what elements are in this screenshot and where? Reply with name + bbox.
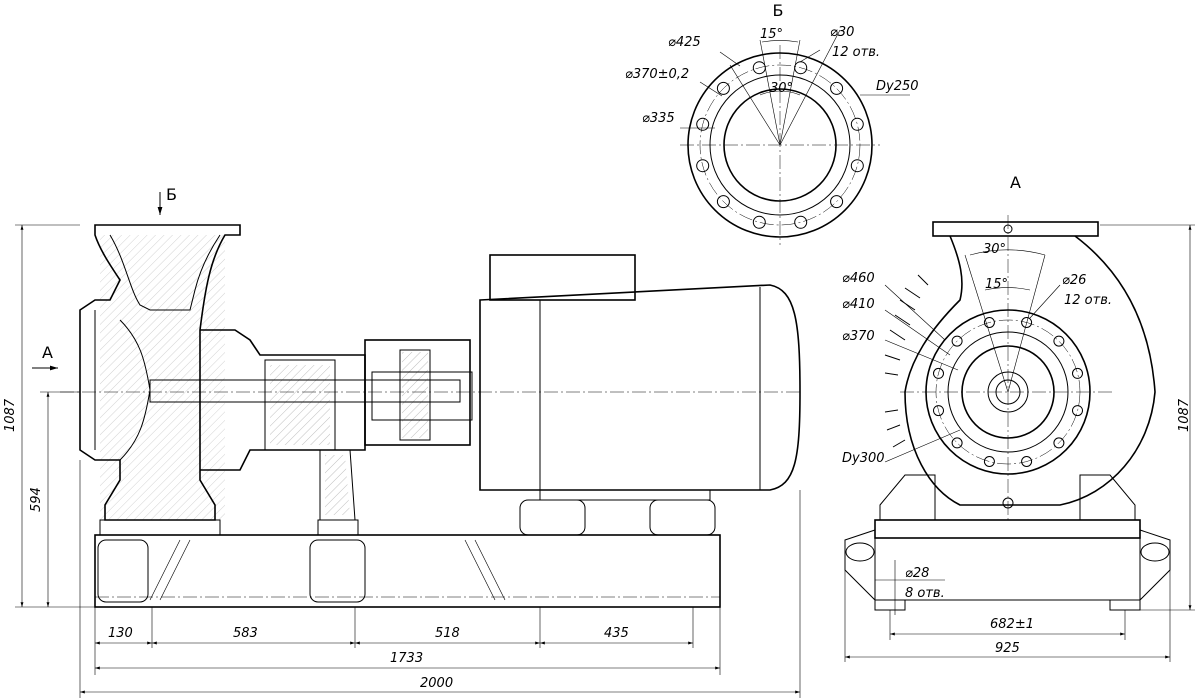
dim-height-594: 594 <box>29 487 44 512</box>
bolt-hole <box>951 437 963 449</box>
dim-angle-30-a: 30° <box>983 242 1006 257</box>
pump-shaft <box>149 379 461 403</box>
bolt-hole <box>933 367 944 379</box>
dim-dy300: Dy300 <box>842 451 885 466</box>
bolt-hole <box>794 215 808 229</box>
dim-d460: ⌀460 <box>842 271 875 286</box>
bolt-hole <box>696 117 710 131</box>
section-a-label: А <box>1010 173 1021 192</box>
discharge-flange <box>932 221 1099 237</box>
bolt-hole <box>696 159 710 173</box>
dim-angle-15-a: 15° <box>985 277 1008 292</box>
section-b-label: Б <box>773 1 784 20</box>
dim-dy250: Dy250 <box>876 79 919 94</box>
dim-angle-15-b: 15° <box>760 27 783 42</box>
bolt-hole <box>716 81 730 95</box>
dim-height-1087-right: 1087 <box>1177 398 1192 432</box>
dim-hole-count-b: 12 отв. <box>832 45 880 60</box>
bolt-hole <box>850 117 864 131</box>
bolt-hole <box>850 159 864 173</box>
end-view-a: А 30° 15° <box>842 173 1195 662</box>
base-frame <box>94 534 721 608</box>
bolt-hole <box>983 317 995 328</box>
bolt-hole <box>1053 335 1065 347</box>
dim-hole-dia-b: ⌀30 <box>830 25 854 40</box>
side-view: Б А 1087 594 130 583 518 435 1733 2000 <box>3 185 801 698</box>
dim-d370: ⌀370±0,2 <box>625 67 689 82</box>
volute-casing-end <box>904 235 1156 506</box>
bolt-hole <box>1053 437 1065 449</box>
dim-base-hole-dia: ⌀28 <box>905 566 929 581</box>
dim-angle-30-b: 30° <box>770 81 793 96</box>
dim-width-925: 925 <box>995 641 1020 656</box>
bolt-hole <box>830 81 844 95</box>
bolt-hole <box>1021 456 1033 467</box>
bolt-hole <box>716 195 730 209</box>
bolt-hole <box>1072 405 1083 417</box>
dim-seg-518: 518 <box>435 626 460 641</box>
dim-seg-130: 130 <box>108 626 133 641</box>
bolt-hole <box>983 456 995 467</box>
bolt-hole <box>1072 367 1083 379</box>
bolt-hole <box>830 195 844 209</box>
dim-seg-583: 583 <box>233 626 258 641</box>
base-frame-end <box>874 519 1141 539</box>
motor-terminal-box <box>489 254 636 301</box>
dim-overall-length: 2000 <box>420 676 453 691</box>
bolt-hole <box>951 335 963 347</box>
dim-d410: ⌀410 <box>842 297 875 312</box>
dim-width-682: 682±1 <box>990 617 1034 632</box>
dim-hole-dia-a: ⌀26 <box>1062 273 1086 288</box>
flange-b-bolt-holes <box>696 61 864 229</box>
bolt-hole <box>1021 317 1033 328</box>
dim-d335: ⌀335 <box>642 111 675 126</box>
dim-height-1087-left: 1087 <box>3 398 18 432</box>
flange-a-bolt-holes <box>933 317 1083 467</box>
dim-hole-count-a: 12 отв. <box>1064 293 1112 308</box>
dim-seg-435: 435 <box>604 626 629 641</box>
dim-frame-length: 1733 <box>390 651 423 666</box>
arrow-b-label: Б <box>166 185 177 204</box>
dim-d370-a: ⌀370 <box>842 329 875 344</box>
dim-d425: ⌀425 <box>668 35 701 50</box>
electric-motor <box>479 284 801 491</box>
coupling-guard <box>364 339 471 446</box>
dim-base-hole-count: 8 отв. <box>905 586 945 601</box>
flange-view-b: Б ⌀425 ⌀370±0,2 ⌀335 15° 30° ⌀30 12 отв.… <box>625 1 919 245</box>
bolt-hole <box>752 215 766 229</box>
bolt-hole <box>933 405 944 417</box>
arrow-a-label: А <box>42 343 53 362</box>
